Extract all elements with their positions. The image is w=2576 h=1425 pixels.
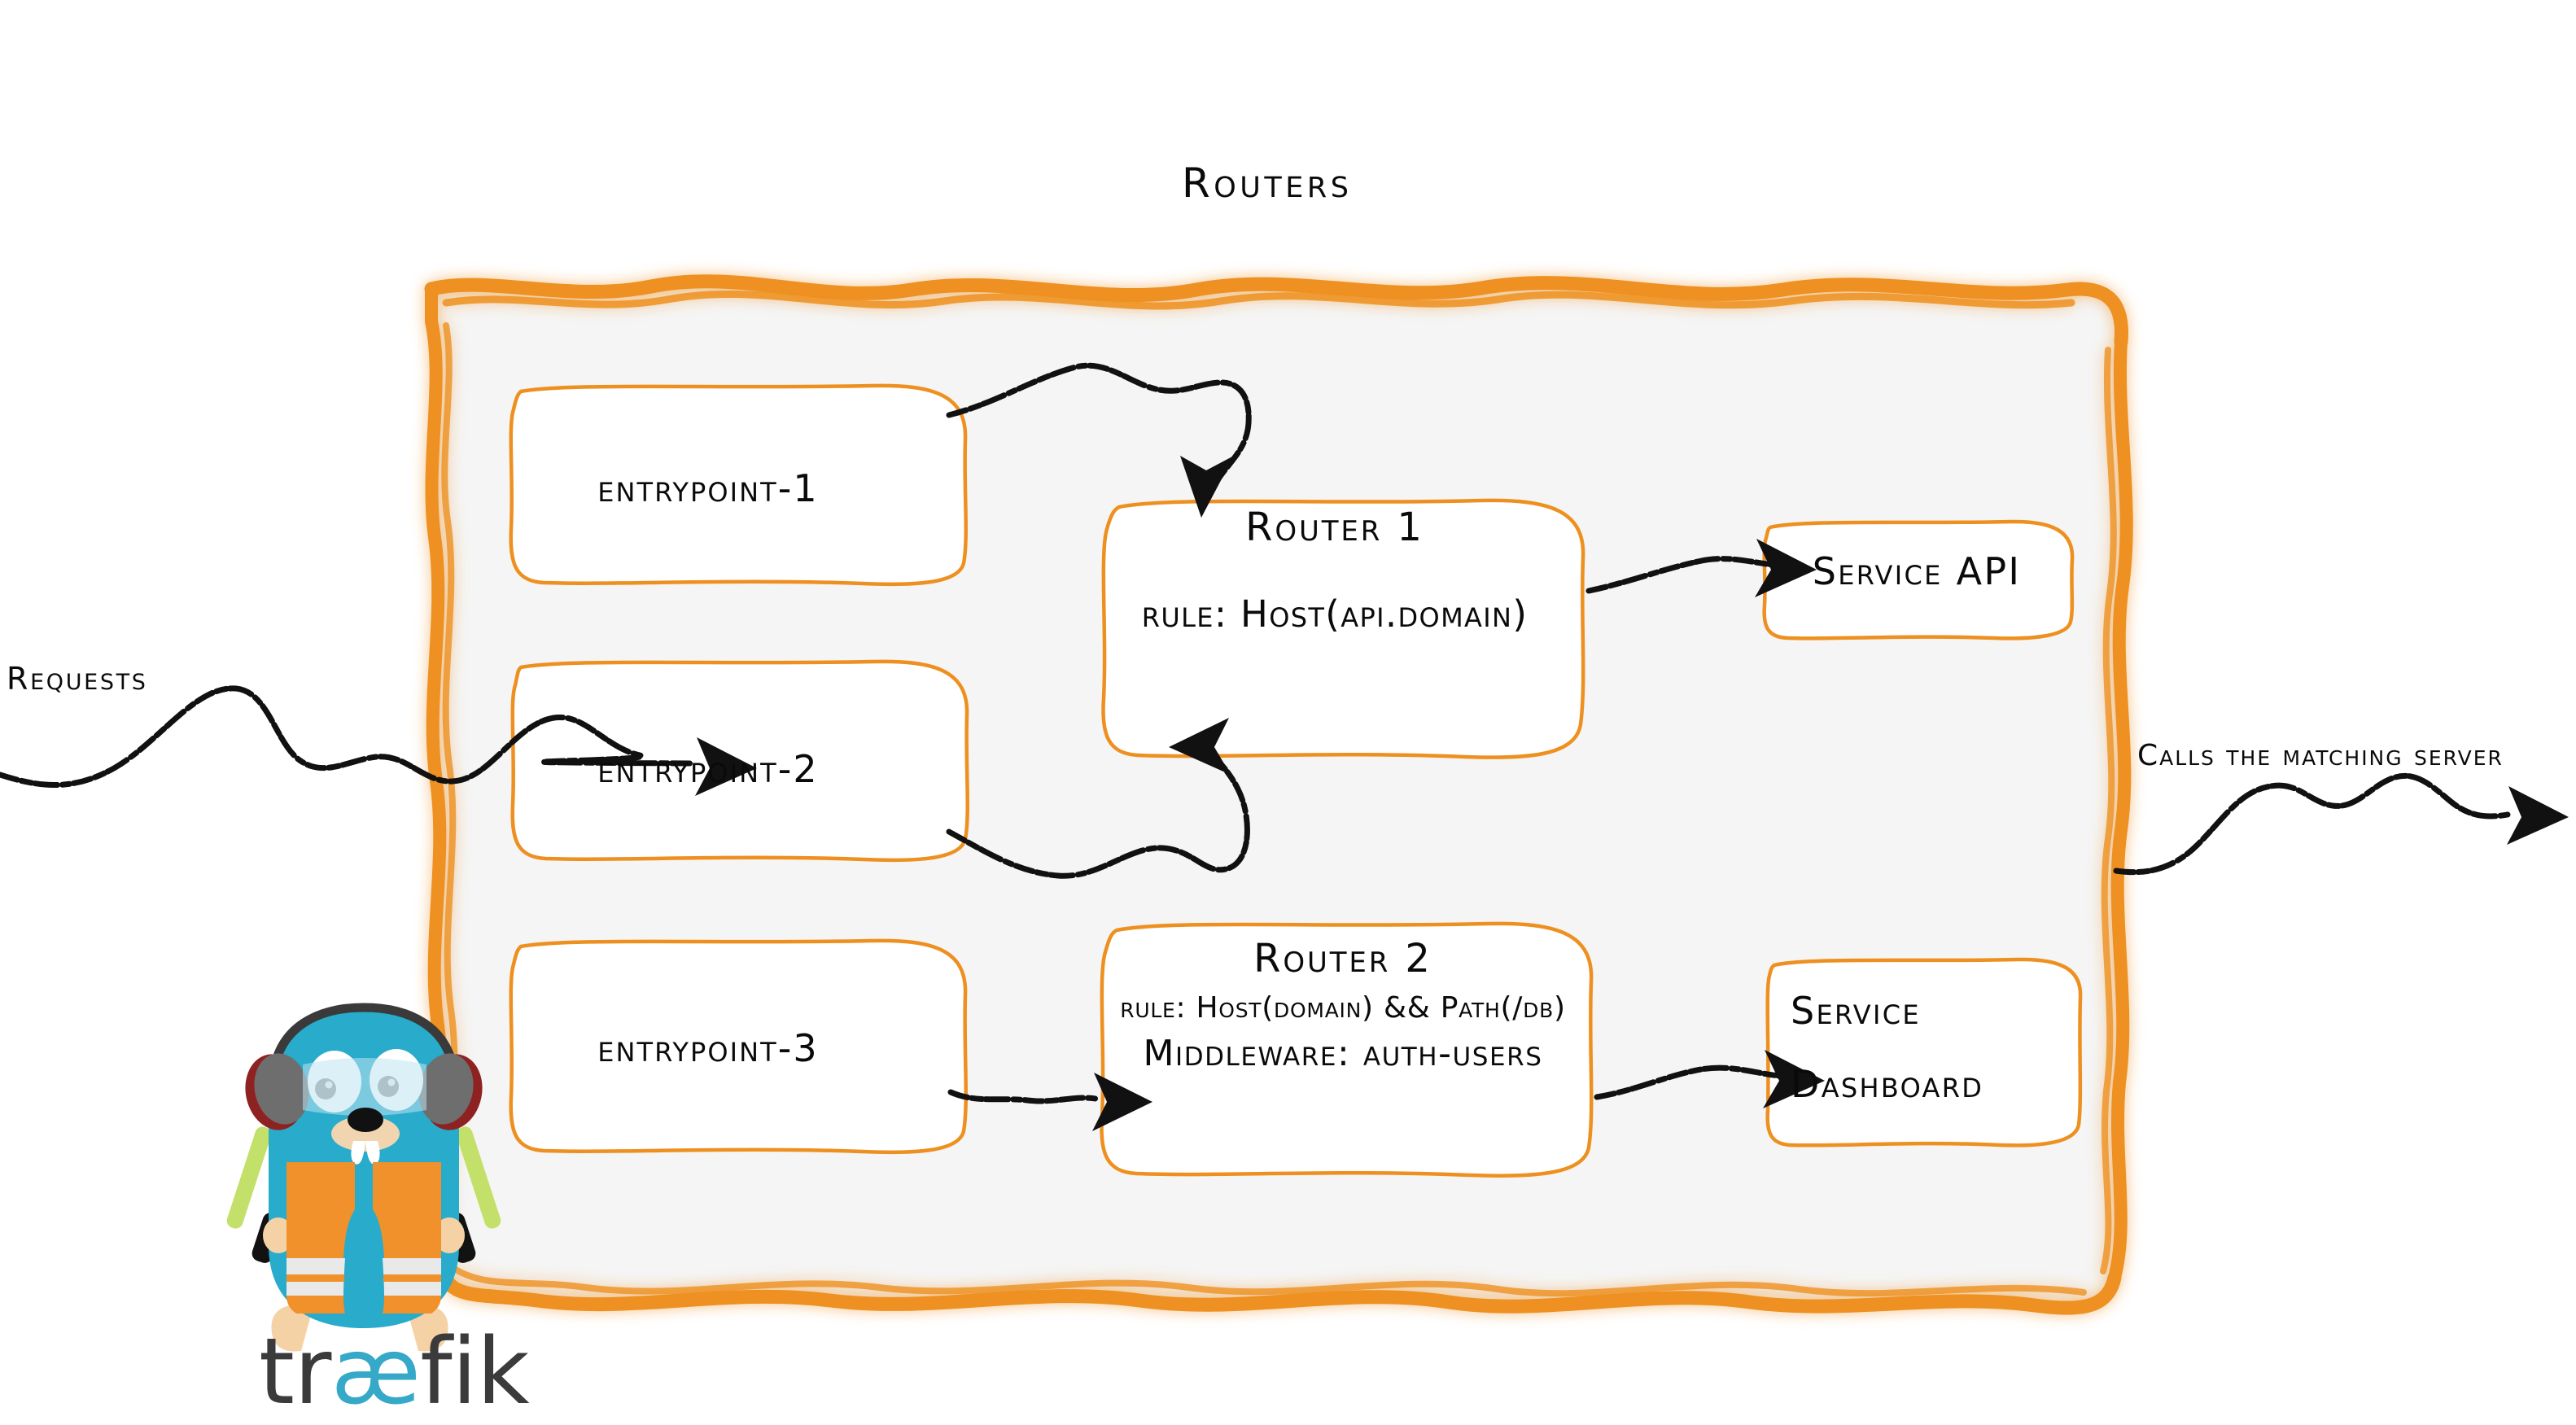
router-2-middleware: Middleware: auth-users	[1143, 1033, 1543, 1074]
entrypoint-3-label[interactable]: entrypoint-3	[521, 1024, 895, 1073]
service-dashboard-content[interactable]: Service Dashboard	[1791, 989, 2059, 1106]
headphone-earcup-right-icon	[418, 1053, 483, 1130]
ep1-to-router1-path	[946, 362, 1252, 483]
entrypoint-box-1	[509, 383, 968, 587]
gopher-muzzle	[331, 1116, 400, 1152]
router-2-content[interactable]: Router 2 rule: Host(domain) && Path(/db)…	[1107, 936, 1579, 1074]
entrypoint-1-label[interactable]: entrypoint-1	[521, 464, 895, 513]
router-box-2	[1100, 921, 1594, 1178]
router-1-title: Router 1	[1245, 505, 1424, 550]
gopher-tooth-left	[351, 1141, 365, 1165]
router2-to-servicedashboard-path	[1594, 1064, 1782, 1100]
wordmark-part1: tr	[259, 1319, 331, 1425]
gopher-safety-vest	[286, 1162, 441, 1314]
ep2-arrowhead	[1169, 718, 1231, 775]
safety-goggles-icon	[303, 1058, 426, 1116]
requests-arrow-path	[0, 685, 697, 789]
service-api-box	[1762, 519, 2075, 640]
traefik-gopher-mascot	[226, 1003, 501, 1352]
entrypoint-2-label[interactable]: entrypoint-2	[521, 745, 895, 793]
gopher-nose-icon	[348, 1108, 383, 1132]
entrypoint-box-3	[509, 938, 968, 1155]
headphone-earcup-left-icon	[245, 1053, 309, 1130]
service-dashboard-label-line2: Dashboard	[1791, 1062, 1984, 1106]
requests-label: Requests	[7, 661, 148, 697]
service-api-label: Service API	[1812, 549, 2022, 593]
gopher-hand-right	[434, 1217, 465, 1253]
router1-serviceapi-arrowhead	[1755, 539, 1817, 597]
calls-matching-server-label: Calls the matching server	[2137, 739, 2504, 772]
gopher-hand-left	[263, 1217, 294, 1253]
router-1-rule: rule: Host(api.domain)	[1141, 592, 1529, 636]
router1-to-serviceapi-path	[1585, 556, 1776, 594]
headphone-band-icon	[269, 1003, 459, 1077]
gopher-foot-left	[271, 1305, 311, 1352]
ep3-arrowhead	[1092, 1073, 1152, 1131]
entrypoint-1-text: entrypoint-1	[597, 466, 819, 510]
router-box-1	[1101, 498, 1585, 759]
entrypoint-2-text: entrypoint-2	[597, 747, 819, 791]
ep2-to-router1-path	[946, 750, 1250, 879]
requests-arrowhead	[695, 737, 757, 796]
wordmark-part2: fik	[420, 1319, 529, 1425]
calls-arrowhead	[2507, 786, 2569, 845]
ep1-arrowhead	[1180, 456, 1234, 518]
entrypoint-3-text: entrypoint-3	[597, 1026, 819, 1070]
router-1-content[interactable]: Router 1 rule: Host(api.domain)	[1107, 505, 1563, 636]
wordmark-ae-ligature: æ	[330, 1319, 421, 1425]
service-api-content[interactable]: Service API	[1778, 549, 2055, 593]
calls-arrow-path	[2113, 772, 2515, 876]
router2-dashboard-arrowhead	[1763, 1050, 1825, 1108]
router-2-title: Router 2	[1253, 936, 1432, 981]
router-2-rule: rule: Host(domain) && Path(/db)	[1120, 991, 1566, 1025]
page-title: Routers	[1182, 160, 1353, 207]
service-dashboard-box	[1765, 957, 2083, 1147]
service-dashboard-label-line1: Service	[1791, 989, 1921, 1033]
ep3-to-router2-path	[947, 1089, 1099, 1104]
traefik-wordmark: træfik	[259, 1327, 530, 1418]
gopher-tooth-right	[365, 1141, 380, 1165]
